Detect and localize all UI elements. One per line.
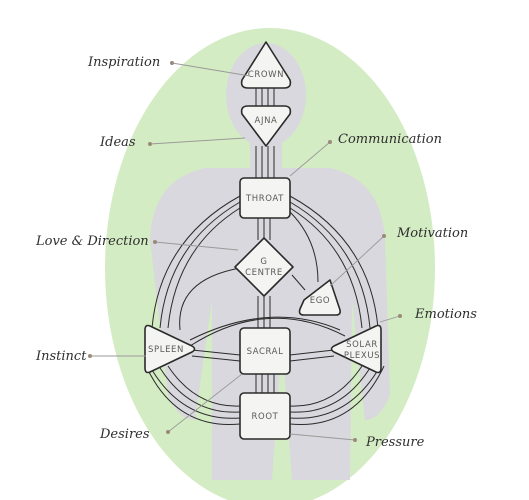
channel-spleen-sacral bbox=[191, 349, 241, 362]
leader-lines bbox=[88, 61, 402, 442]
center-spleen: SPLEEN bbox=[144, 324, 196, 374]
ego-label: EGO bbox=[310, 296, 330, 306]
center-g-centre: G CENTRE bbox=[234, 237, 294, 297]
crown-label: CROWN bbox=[248, 70, 284, 80]
channels bbox=[145, 88, 385, 426]
center-throat: THROAT bbox=[239, 177, 291, 219]
callout-emotions: Emotions bbox=[414, 307, 477, 322]
throat-label: THROAT bbox=[245, 194, 284, 204]
ajna-label: AJNA bbox=[255, 116, 278, 126]
callout-desires: Desires bbox=[99, 427, 150, 442]
channel-throat-spleen bbox=[151, 195, 241, 329]
channel-solar-plexus-root bbox=[289, 365, 385, 426]
g-centre-label-line1: G bbox=[260, 257, 267, 267]
channel-sacral-solar-plexus bbox=[289, 349, 335, 362]
center-crown: CROWN bbox=[240, 41, 292, 89]
channel-spleen-solar-plexus bbox=[189, 316, 346, 347]
center-ajna: AJNA bbox=[240, 105, 292, 147]
channel-throat-ego bbox=[289, 211, 319, 283]
callout-inspiration: Inspiration bbox=[87, 55, 160, 70]
callout-instinct: Instinct bbox=[35, 349, 87, 364]
channel-g-spleen bbox=[179, 267, 241, 331]
channel-throat-g bbox=[257, 218, 271, 240]
channel-crown-ajna bbox=[255, 88, 275, 108]
center-ego: EGO bbox=[298, 279, 341, 316]
callout-ideas: Ideas bbox=[99, 135, 136, 150]
center-sacral: SACRAL bbox=[239, 327, 291, 375]
callout-pressure: Pressure bbox=[365, 435, 425, 450]
solar-plexus-label-line1: SOLAR bbox=[346, 340, 378, 350]
channel-g-ego bbox=[291, 274, 306, 291]
callout-labels: Inspiration Ideas Communication Love & D… bbox=[35, 55, 477, 450]
channel-sacral-root bbox=[255, 374, 275, 393]
callout-communication: Communication bbox=[338, 132, 442, 147]
sacral-label: SACRAL bbox=[247, 347, 284, 357]
g-centre-label-line2: CENTRE bbox=[245, 268, 283, 278]
callout-love-direction: Love & Direction bbox=[35, 234, 149, 249]
solar-plexus-label-line2: PLEXUS bbox=[344, 351, 380, 361]
channel-g-sacral bbox=[257, 296, 271, 328]
channel-spleen-root bbox=[145, 365, 241, 426]
center-root: ROOT bbox=[239, 392, 291, 440]
spleen-label: SPLEEN bbox=[148, 345, 184, 355]
center-solar-plexus: SOLAR PLEXUS bbox=[330, 324, 382, 374]
channel-throat-solar-plexus bbox=[289, 195, 379, 329]
root-label: ROOT bbox=[252, 412, 279, 422]
channel-ajna-throat bbox=[255, 146, 275, 178]
callout-motivation: Motivation bbox=[396, 226, 468, 241]
